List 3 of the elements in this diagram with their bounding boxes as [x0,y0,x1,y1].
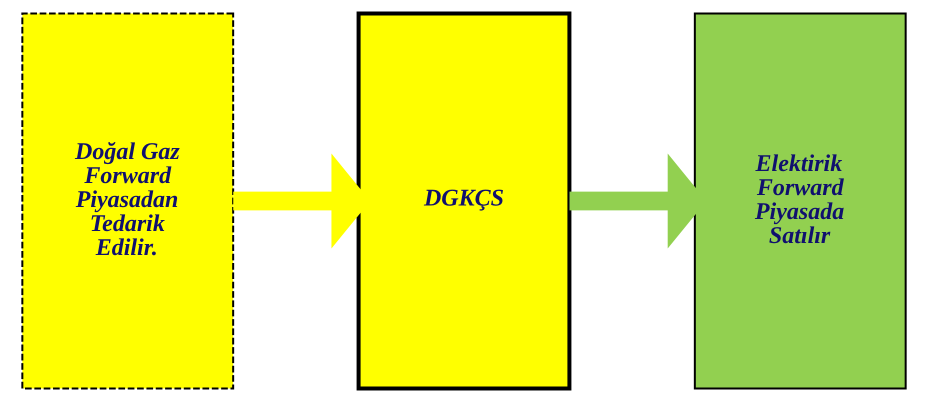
node-box: Elektirik Forward Piyasada Satılır [694,12,907,390]
node-box: Doğal Gaz Forward Piyasadan Tedarik Edilir. [21,12,234,390]
node-box: DGKÇS [356,12,572,390]
